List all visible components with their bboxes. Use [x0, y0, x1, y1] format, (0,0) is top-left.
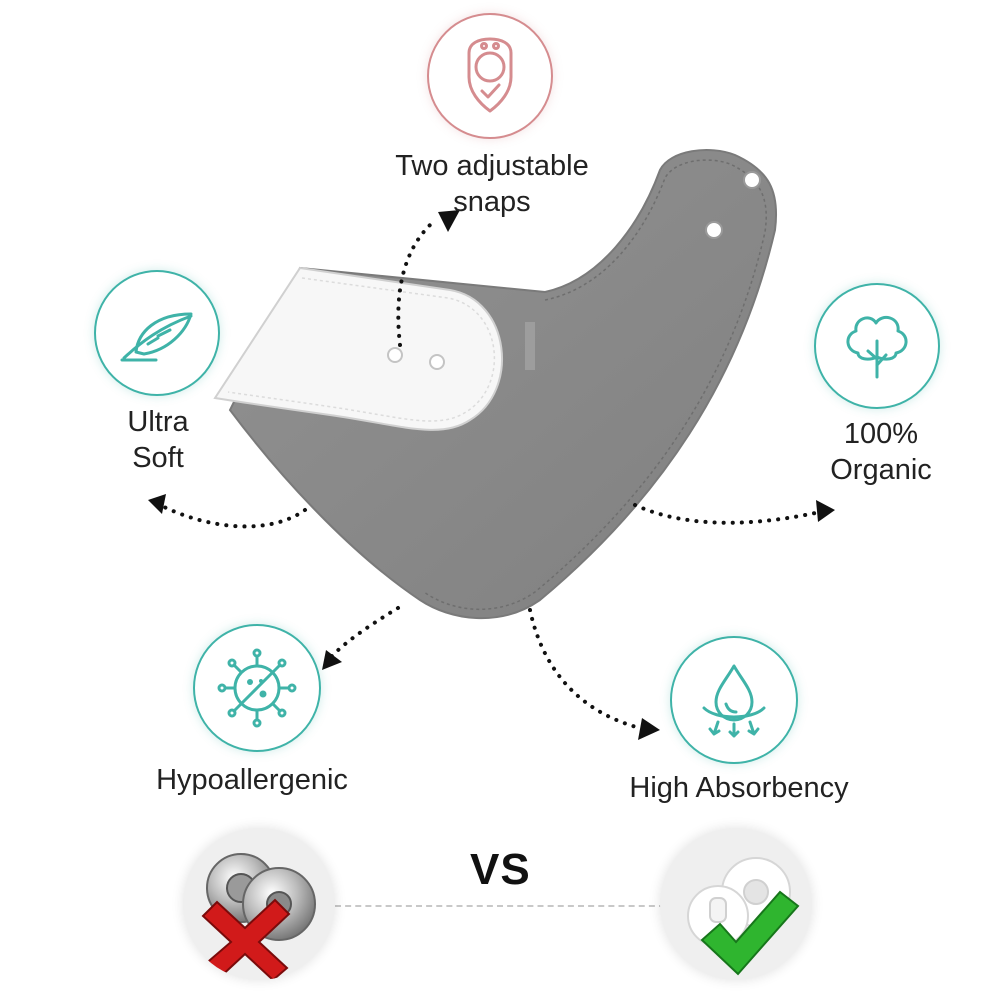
snaps-label-line2: snaps: [453, 186, 531, 218]
magnetic-snap-image: [183, 828, 335, 980]
snaps-label-line1: Two adjustable: [395, 150, 589, 182]
organic-label: 100% Organic: [830, 416, 932, 488]
snaps-label: Two adjustable snaps: [395, 148, 588, 220]
bib-snap-icon: [467, 37, 513, 113]
feather-icon: [120, 312, 193, 362]
absorbency-label: High Absorbency: [629, 772, 849, 804]
cotton-plant-icon: [846, 315, 908, 379]
organic-feature-badge: [814, 283, 940, 409]
hypoallergenic-feature-badge: [193, 624, 321, 752]
snaps-feature-badge: [427, 13, 553, 139]
soft-label: Ultra Soft: [127, 404, 188, 476]
plastic-snap-image: [660, 828, 812, 980]
soft-label-line1: Ultra: [127, 406, 189, 438]
virus-blocked-icon: [217, 648, 297, 728]
red-cross-icon: [201, 898, 291, 980]
soft-label-line2: Soft: [132, 442, 184, 474]
absorbency-feature-badge: [670, 636, 798, 764]
comparison-divider: [335, 905, 665, 907]
hypoallergenic-label: Hypoallergenic: [156, 764, 348, 796]
soft-feature-badge: [94, 270, 220, 396]
organic-label-line2: Organic: [830, 454, 932, 486]
water-drop-icon: [702, 664, 766, 738]
vs-text: VS: [470, 845, 531, 894]
organic-label-line1: 100%: [843, 418, 919, 450]
green-check-icon: [700, 890, 800, 976]
